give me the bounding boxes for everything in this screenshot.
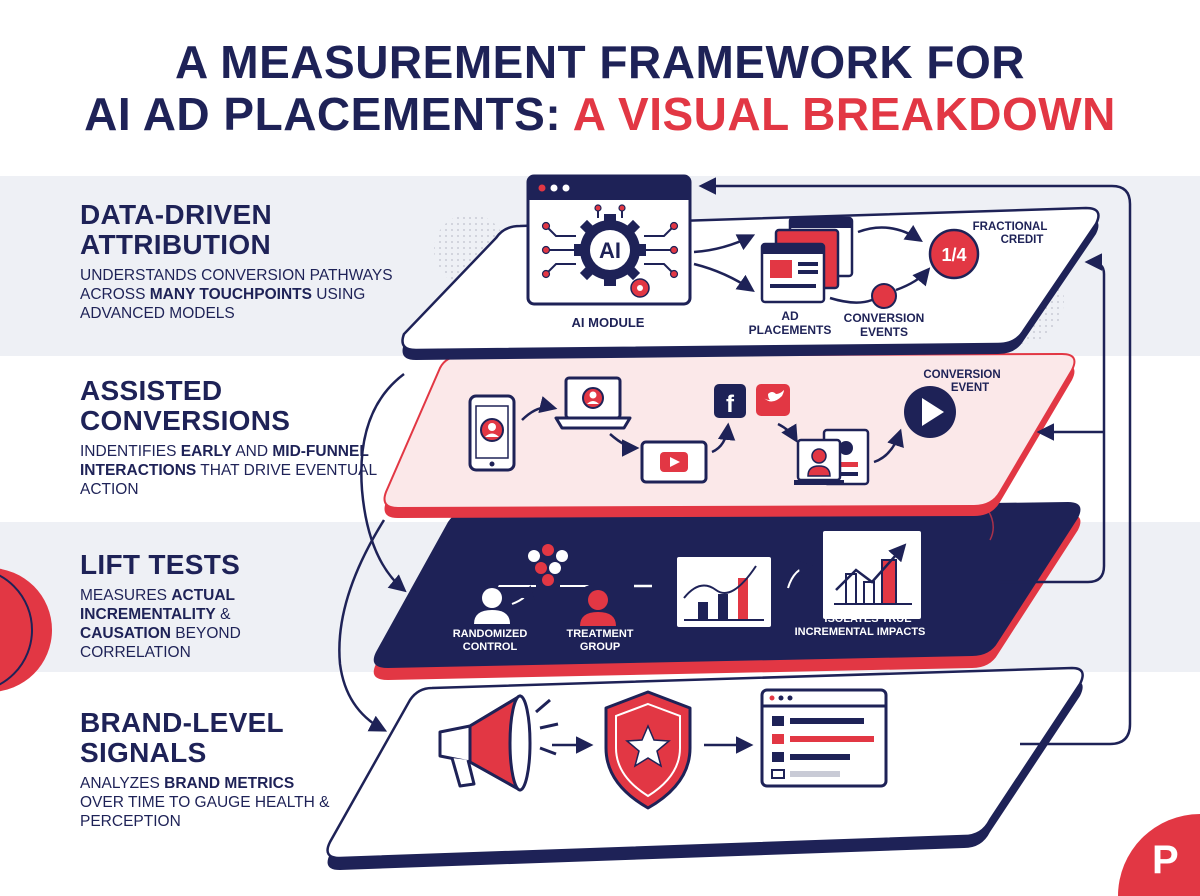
ai-module-window-icon: AI (526, 174, 692, 306)
fraction-value: 1/4 (941, 245, 966, 265)
heading-line-1: DATA-DRIVEN (80, 199, 273, 230)
emphasis-text: EARLY (180, 443, 232, 460)
small-gear-icon (630, 278, 650, 298)
title-line-2-prefix: AI AD PLACEMENTS: (84, 88, 562, 140)
fractional-credit-label: FRACTIONAL (973, 221, 1048, 233)
section-description: INDENTIFIES EARLY AND MID-FUNNEL INTERAC… (80, 442, 430, 499)
laptop-icon (554, 376, 632, 430)
section-brand-level-signals: BRAND-LEVEL SIGNALS ANALYZES BRAND METRI… (80, 708, 340, 831)
isolates-label: INCREMENTAL IMPACTS (795, 626, 926, 638)
ai-module-label: AI MODULE (572, 315, 645, 330)
description-text: OVER TIME TO GAUGE HEALTH & PERCEPTION (80, 794, 330, 830)
title-line-1: A MEASUREMENT FRAMEWORK FOR (175, 36, 1025, 88)
ad-placements-label: PLACEMENTS (749, 323, 832, 337)
people-cluster-icon (528, 544, 568, 586)
section-heading: ASSISTED CONVERSIONS (80, 376, 430, 436)
brand-logo: P (1118, 814, 1200, 896)
heading-line-1: BRAND-LEVEL (80, 707, 284, 738)
section-description: UNDERSTANDS CONVERSION PATHWAYS ACROSS M… (80, 266, 430, 323)
megaphone-icon (438, 694, 559, 792)
twitter-icon (756, 384, 790, 416)
description-text: & (215, 606, 231, 623)
ad-placements-label: AD (781, 309, 799, 323)
layer-data-driven-attribution: AI AI MODULE AD PLACEMENTS (401, 174, 1100, 360)
user-profile-icon (794, 428, 870, 486)
layer-assisted-conversions: f CONVERSION EVENT (383, 352, 1076, 518)
description-text: UNDERSTANDS CONVERSION PATHWAYS ACROSS (80, 267, 393, 303)
play-button-icon (904, 386, 956, 438)
section-heading: BRAND-LEVEL SIGNALS (80, 708, 340, 768)
description-text: AND (231, 443, 273, 460)
video-player-icon (640, 440, 708, 484)
brand-metrics-window-icon (760, 688, 888, 788)
flow-connectors (338, 177, 1132, 746)
title-line-2: AI AD PLACEMENTS: A VISUAL BREAKDOWN (0, 88, 1200, 140)
description-text: MEASURES (80, 587, 172, 604)
title-line-2-accent: A VISUAL BREAKDOWN (572, 88, 1116, 140)
description-text: INDENTIFIES (80, 443, 181, 460)
emphasis-text: CAUSATION (80, 625, 171, 642)
layer-lift-tests: RANDOMIZED CONTROL TREATMENT GROUP ISOLA… (373, 498, 1081, 680)
decorative-circle-left (0, 568, 52, 692)
heading-line-2: ATTRIBUTION (80, 229, 271, 260)
treatment-group-label: GROUP (580, 641, 620, 653)
gear-icon: AI (574, 214, 646, 286)
svg-text:AI: AI (599, 238, 621, 263)
smartphone-icon (468, 394, 516, 472)
control-person-icon (474, 588, 510, 624)
emphasis-text: ACTUAL INCREMENTALITY (80, 587, 235, 623)
section-description: ANALYZES BRAND METRICS OVER TIME TO GAUG… (80, 774, 340, 831)
conversion-events-label: EVENTS (860, 325, 908, 339)
growth-chart-icon (821, 529, 923, 621)
layer-brand-level-signals (326, 666, 1084, 870)
page-title: A MEASUREMENT FRAMEWORK FOR AI AD PLACEM… (0, 36, 1200, 140)
fractional-credit-label: CREDIT (1001, 234, 1044, 246)
emphasis-text: MANY TOUCHPOINTS (149, 286, 312, 303)
section-lift-tests: LIFT TESTS MEASURES ACTUAL INCREMENTALIT… (80, 550, 280, 662)
treatment-group-label: TREATMENT (566, 628, 633, 640)
description-text: THAT DRIVE EVENTUAL ACTION (80, 462, 377, 498)
isolates-label: ISOLATES TRUE (824, 613, 911, 625)
heading-line-2: SIGNALS (80, 737, 207, 768)
conversion-events-label: CONVERSION (844, 311, 925, 325)
shield-star-icon (604, 690, 692, 810)
section-data-driven-attribution: DATA-DRIVEN ATTRIBUTION UNDERSTANDS CONV… (80, 200, 430, 323)
conversion-event-dot (871, 283, 897, 309)
section-description: MEASURES ACTUAL INCREMENTALITY & CAUSATI… (80, 586, 280, 662)
treatment-person-icon (580, 590, 616, 626)
ad-placements-icon (760, 216, 854, 304)
randomized-control-label: RANDOMIZED (453, 628, 528, 640)
svg-text:f: f (726, 391, 735, 418)
logo-glyph: P (1152, 838, 1179, 882)
facebook-icon: f (714, 384, 746, 418)
section-heading: DATA-DRIVEN ATTRIBUTION (80, 200, 430, 260)
heading-line-1: LIFT TESTS (80, 549, 241, 580)
fractional-credit-badge (928, 228, 980, 280)
emphasis-text: BRAND METRICS (164, 775, 295, 792)
description-text: BEYOND CORRELATION (80, 625, 241, 661)
emphasis-text: MID-FUNNEL INTERACTIONS (80, 443, 369, 479)
conversion-event-label: EVENT (951, 382, 989, 394)
description-text: USING ADVANCED MODELS (80, 286, 366, 322)
conversion-event-label: CONVERSION (923, 369, 1000, 381)
section-assisted-conversions: ASSISTED CONVERSIONS INDENTIFIES EARLY A… (80, 376, 430, 499)
bar-chart-icon (675, 555, 773, 629)
description-text: ANALYZES (80, 775, 165, 792)
heading-line-1: ASSISTED (80, 375, 223, 406)
section-heading: LIFT TESTS (80, 550, 280, 580)
heading-line-2: CONVERSIONS (80, 405, 291, 436)
randomized-control-label: CONTROL (463, 641, 518, 653)
